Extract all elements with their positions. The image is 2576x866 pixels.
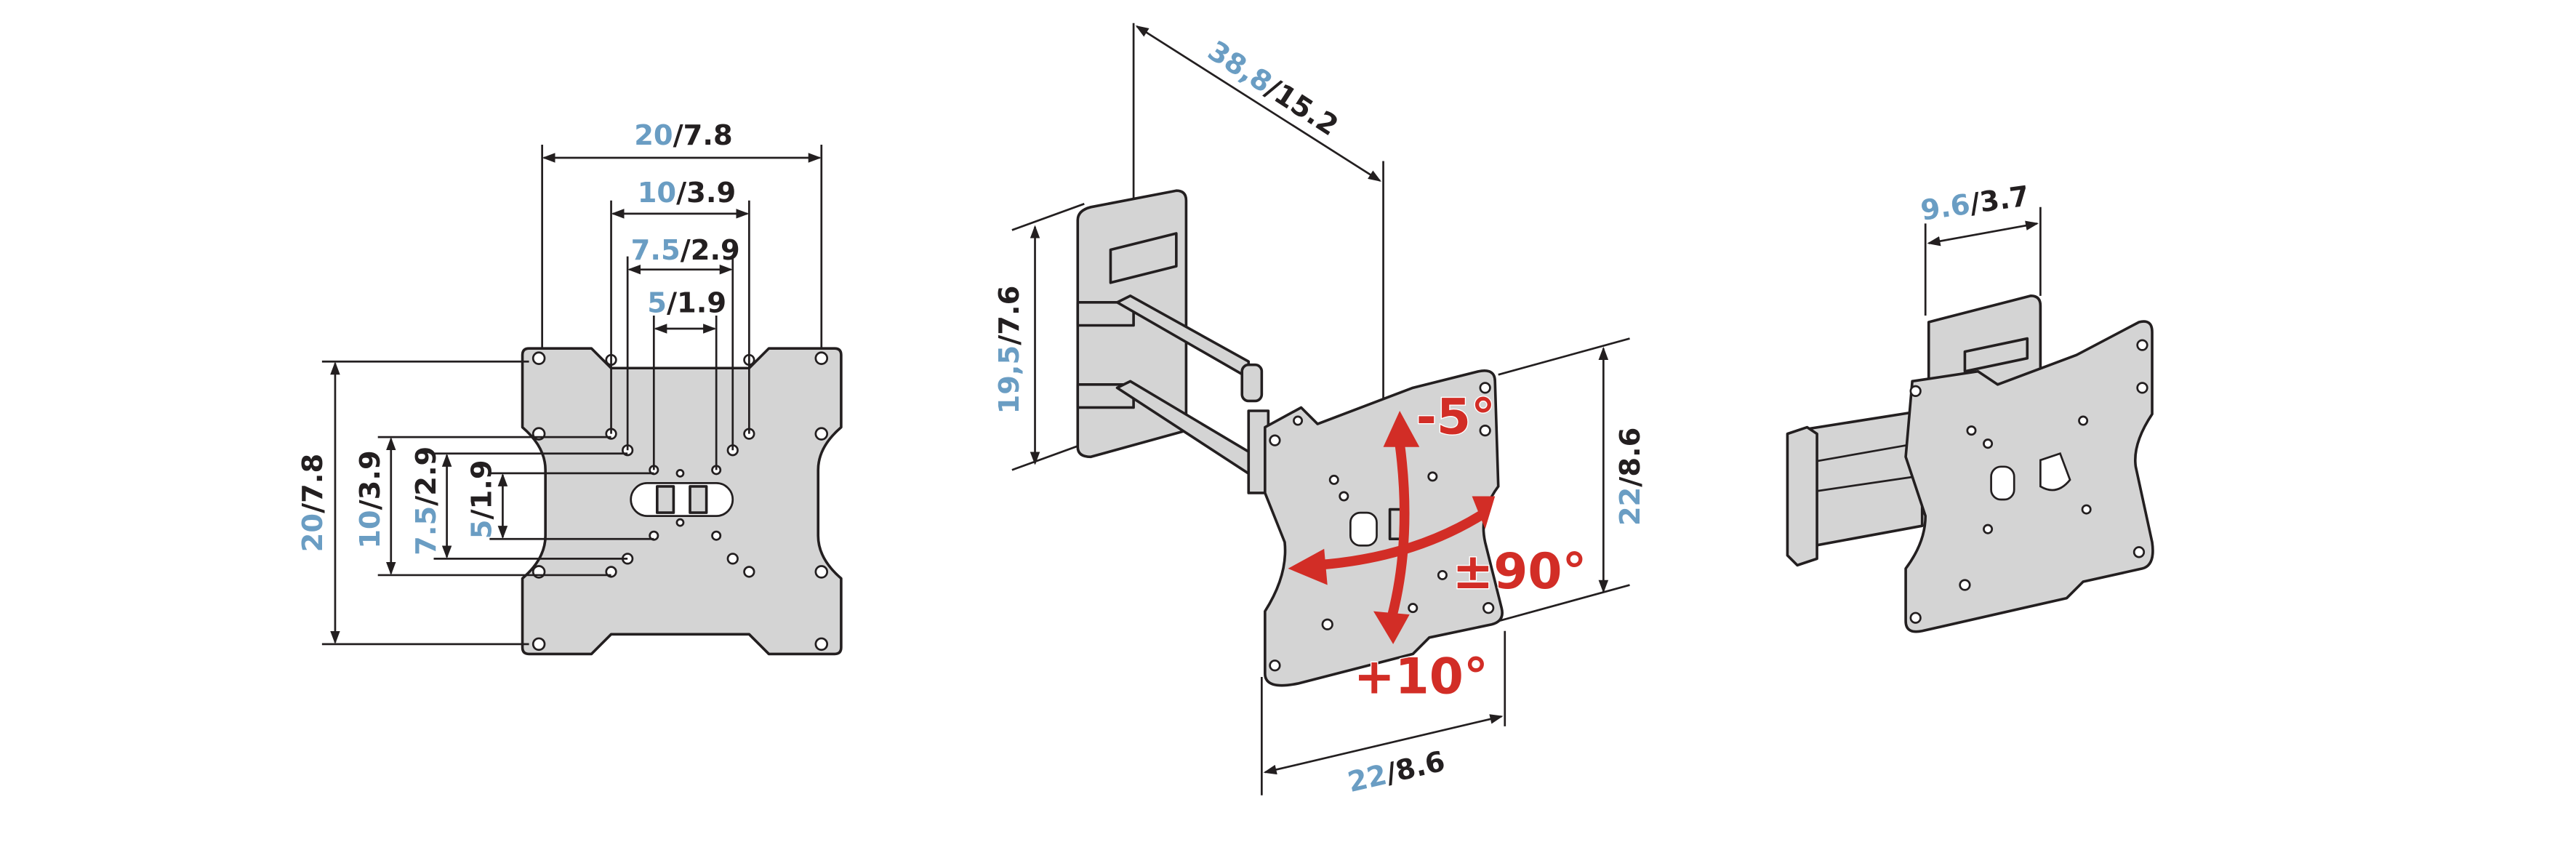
upper-arm — [1115, 294, 1251, 380]
folded-view: 9.6/3.7 — [1786, 180, 2154, 633]
dim-width-total: 20/7.8 — [634, 119, 733, 152]
dim-wall-plate-height: 19,5/7.6 — [993, 286, 1026, 414]
swivel-arrow — [1314, 508, 1488, 571]
vesa-plate-perspective — [1264, 369, 1504, 687]
vesa-plate-folded — [1904, 320, 2154, 633]
ghost-dimension-label: 19,5/7,6 — [911, 315, 944, 444]
tv-plate-holes — [1269, 382, 1495, 672]
front-height-dims — [321, 360, 654, 646]
front-width-dims — [541, 144, 823, 470]
mounting-holes — [531, 351, 829, 651]
dim-height-7-5: 7.5/2.9 — [410, 446, 443, 556]
tilt-arrow — [1385, 443, 1410, 626]
dim-height-total: 20/7.8 — [297, 454, 329, 553]
folded-plate-holes — [1909, 339, 2148, 624]
dim-width-10: 10/3.9 — [638, 177, 737, 209]
dim-height-5: 5/1.9 — [466, 460, 499, 539]
folded-wall-plate — [1786, 425, 1818, 567]
tilt-down-label: +10° — [1354, 648, 1488, 705]
tilt-up-label: -5° — [1416, 388, 1496, 446]
dim-extension: 38,8/15.2 — [1202, 35, 1344, 143]
dim-width-5: 5/1.9 — [647, 286, 726, 319]
front-view: 20/7.8 10/3.9 7.5/2.9 5/1.9 20/7.8 10/3.… — [297, 119, 843, 656]
dim-folded-depth: 9.6/3.7 — [1919, 180, 2031, 227]
dim-plate-width: 22/8.6 — [1344, 745, 1448, 799]
perspective-view: 19,5/7,6 38,8/15.2 19,5/7.6 — [911, 23, 1647, 799]
dim-width-7-5: 7.5/2.9 — [631, 234, 740, 267]
dim-plate-height: 22/8.6 — [1614, 428, 1647, 526]
swivel-label: ±90° — [1452, 542, 1586, 600]
dim-height-10: 10/3.9 — [354, 450, 387, 549]
